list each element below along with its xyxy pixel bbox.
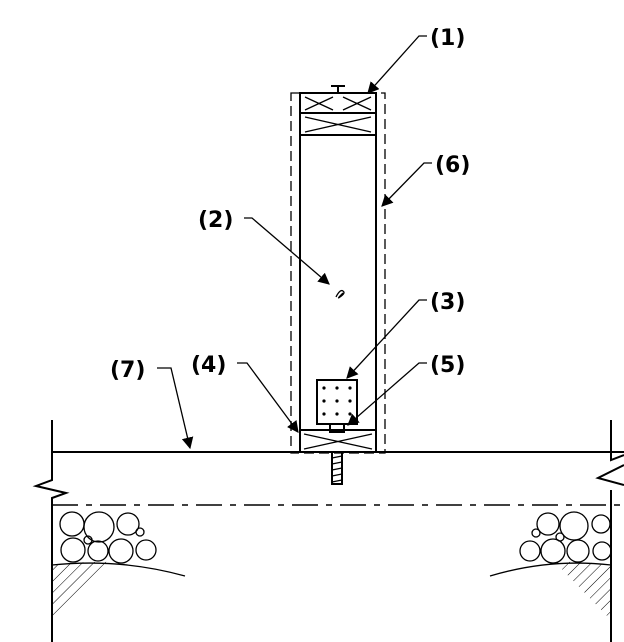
leader-3 (346, 299, 427, 379)
leader-1 (367, 35, 427, 94)
callout-7-label: (7) (110, 358, 145, 383)
callout-5-label: (5) (430, 353, 465, 378)
leader-5 (347, 362, 427, 426)
soil-left (51, 561, 186, 620)
callout-6-label: (6) (435, 153, 470, 178)
gravel-right (519, 511, 612, 564)
callout-3-label: (3) (430, 290, 465, 315)
callout-1-label: (1) (430, 26, 465, 51)
ground-surface (52, 451, 624, 506)
leader-4 (237, 362, 299, 433)
insulation-symbol (335, 289, 345, 299)
left-break-line (32, 420, 70, 642)
leader-2 (244, 217, 330, 285)
leader-6 (381, 162, 432, 207)
gravel-left (59, 511, 157, 564)
callout-4-label: (4) (191, 353, 226, 378)
soil-right (489, 561, 612, 620)
leader-7 (157, 367, 194, 450)
top-plate (304, 85, 372, 133)
callout-2-label: (2) (198, 208, 233, 233)
anchor-bolt (329, 423, 345, 485)
wall-frame (299, 92, 377, 452)
bottom-plate (299, 429, 377, 453)
formwork-outline (290, 92, 386, 454)
hold-down-bracket (316, 379, 358, 425)
